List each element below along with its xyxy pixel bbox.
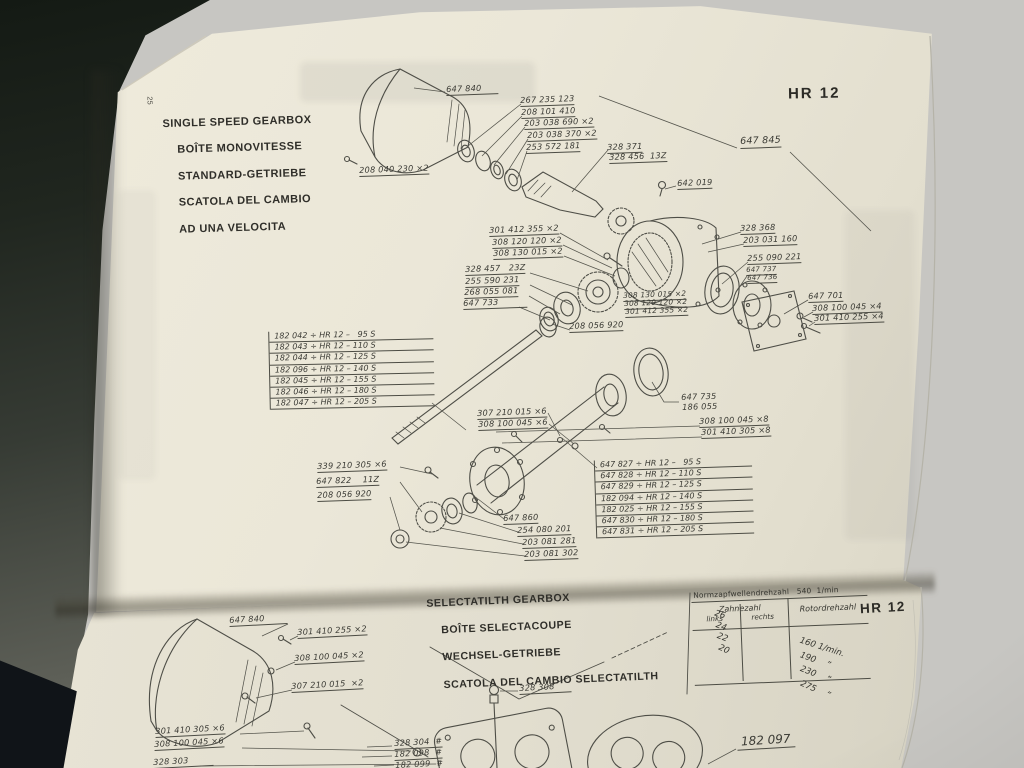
part-label: 208 040 230 ×2 [359,162,429,177]
upper-title-block: SINGLE SPEED GEARBOX BOÎTE MONOVITESSE S… [162,113,312,236]
part-label: 254 080 201 [517,523,572,537]
part-label: 647 845 [740,134,782,149]
part-label: 647 701 [808,289,844,303]
part-label: 203 038 370 ×2 [527,127,597,142]
part-label: 208 056 920 [317,488,372,502]
gutter-shadow [92,70,122,615]
upper-leader-lines [389,87,872,557]
part-label: 253 572 181 [526,140,581,154]
part-label: 642 019 [677,176,713,190]
part-label: 203 081 302 [524,547,579,561]
part-label: 647 860 [503,511,539,525]
part-label: 182 099 # [395,757,444,768]
part-label: 647 736 [747,272,778,284]
page-number: 25 [145,96,155,105]
upper-gearbox-drawing [343,68,821,549]
part-label: 308 100 045 ×6 [478,416,548,431]
ink-bleedthrough [300,62,535,102]
part-label: 203 031 160 [743,233,798,247]
ink-bleedthrough [845,210,915,540]
page-edge-lines [121,35,936,768]
part-label: 301 410 255 ×4 [814,310,884,325]
part-label: 208 056 920 [569,319,624,333]
part-label: 186 055 [682,400,718,412]
model-code-upper: HR 12 [787,84,841,103]
ink-bleedthrough [118,190,156,480]
lower-title-block: SELECTATILTH GEARBOX BOÎTE SELECTACOUPE … [426,591,659,691]
part-label: 308 130 015 ×2 [493,245,563,260]
part-label: 255 090 221 [747,251,802,265]
part-label: 339 210 305 ×6 [317,458,387,473]
part-label: 301 412 355 ×2 [625,304,689,318]
part-label: 647 840 [446,82,499,96]
part-label: 647 733 [463,295,528,310]
speed-table: Normzapfwellendrehzahl 540 1/min Zahneza… [691,582,871,700]
part-label: 647 822 11Z [316,473,380,488]
part-label: 328 456 13Z [609,149,667,164]
col-rotordrehzahl: Rotordrehzahl [799,602,857,614]
part-label: 328 368 [740,221,776,235]
part-label: 301 410 305 ×8 [701,424,771,439]
lower-leader-lines [199,623,737,767]
